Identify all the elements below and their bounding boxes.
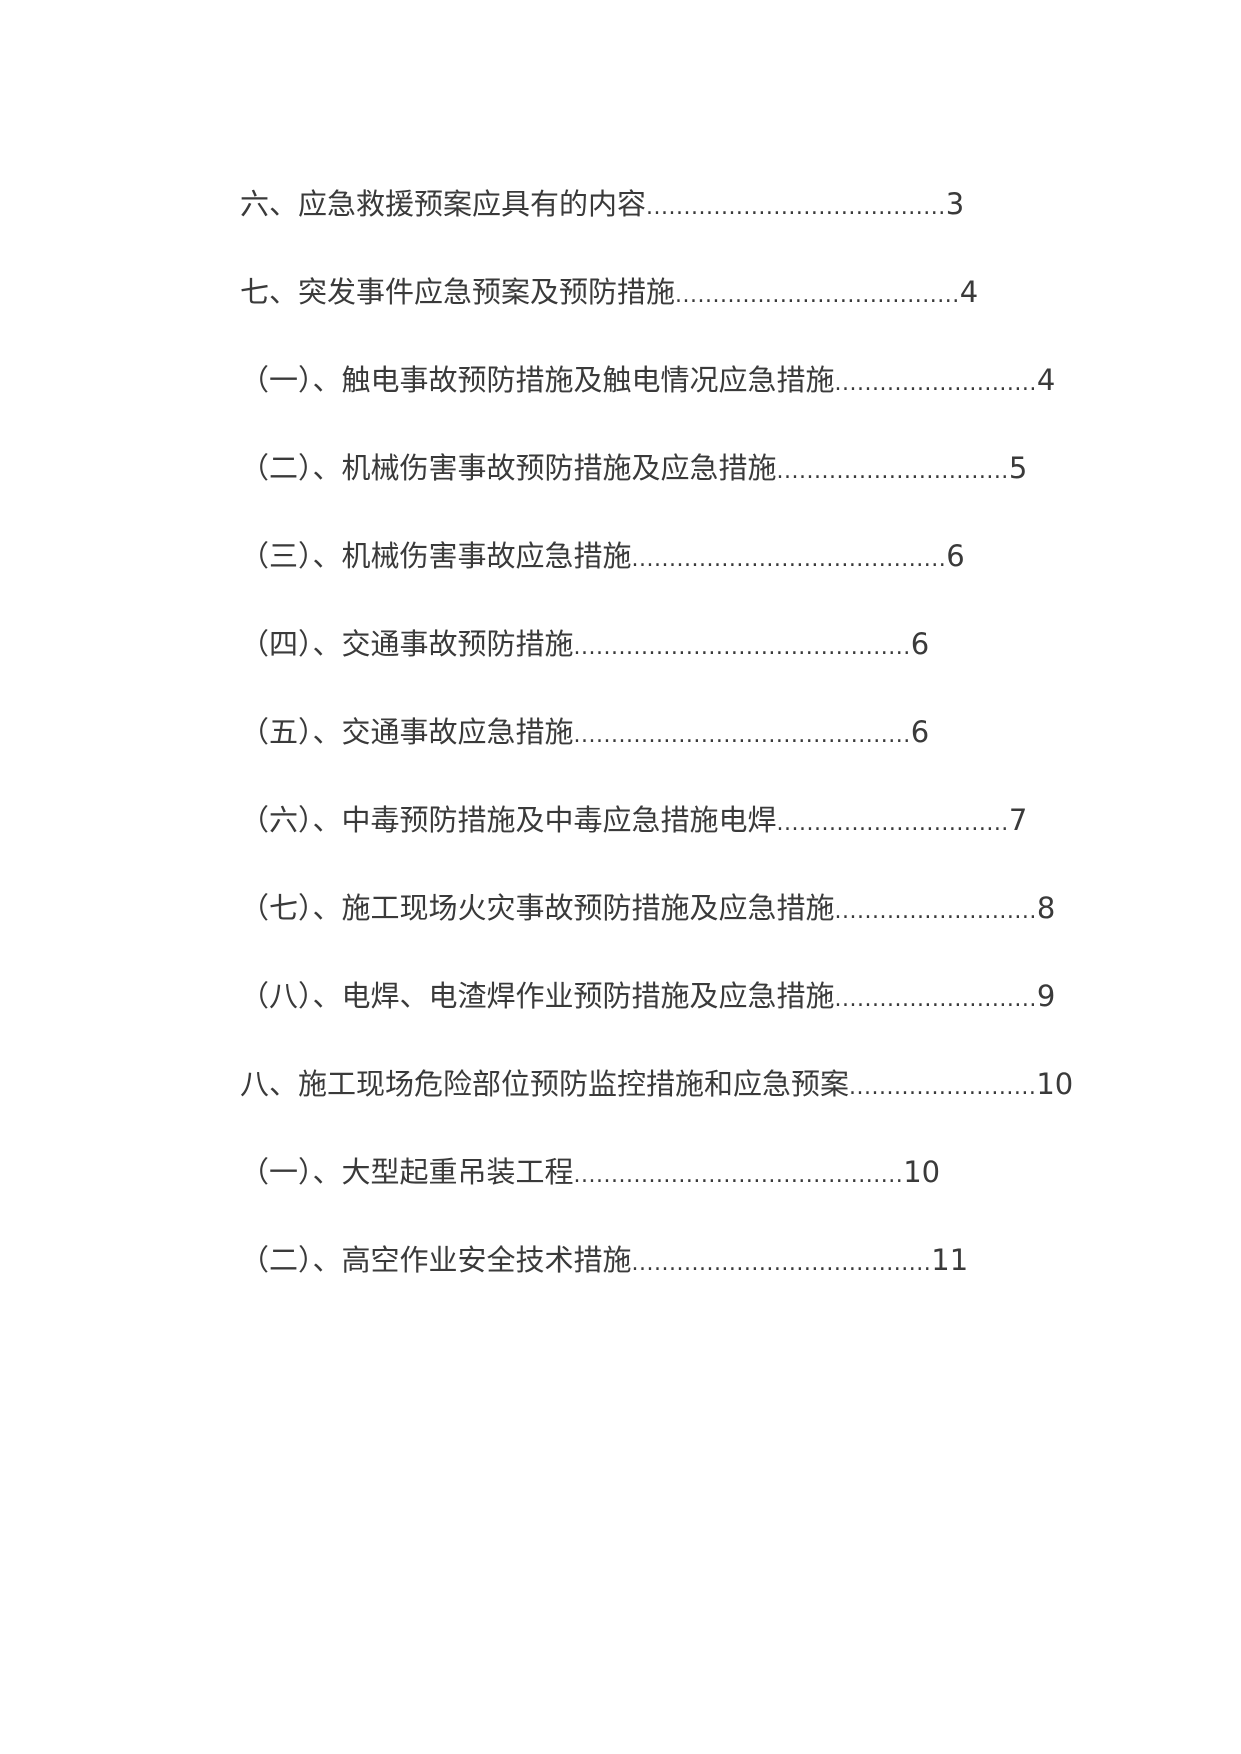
toc-page-number: 10 [1036, 1067, 1074, 1101]
toc-dot-leader: ........................................ [631, 1251, 932, 1276]
toc-dot-leader: ........................................… [573, 635, 911, 660]
table-of-contents: 六、应急救援预案应具有的内容..........................… [240, 178, 1140, 1322]
toc-entry[interactable]: （六）、中毒预防措施及中毒应急措施电焊.....................… [240, 794, 1140, 882]
toc-dot-leader: ........................................… [573, 1163, 904, 1188]
toc-entry-title: 六、应急救援预案应具有的内容 [240, 187, 647, 221]
toc-entry-title: （二）、机械伤害事故预防措施及应急措施 [240, 451, 777, 485]
toc-page-number: 4 [959, 275, 979, 309]
toc-entry[interactable]: 七、突发事件应急预案及预防措施.........................… [240, 266, 1140, 354]
toc-dot-leader: ........................... [834, 899, 1037, 924]
toc-entry[interactable]: （七）、施工现场火灾事故预防措施及应急措施...................… [240, 882, 1140, 970]
toc-entry[interactable]: （二）、机械伤害事故预防措施及应急措施.....................… [240, 442, 1140, 530]
toc-page-number: 6 [910, 715, 930, 749]
toc-entry[interactable]: （四）、交通事故预防措施............................… [240, 618, 1140, 706]
toc-dot-leader: ............................... [776, 811, 1009, 836]
toc-dot-leader: ........................... [834, 371, 1037, 396]
toc-entry-title: （二）、高空作业安全技术措施 [240, 1243, 632, 1277]
toc-entry-title: （五）、交通事故应急措施 [240, 715, 574, 749]
toc-entry-title: （一）、触电事故预防措施及触电情况应急措施 [240, 363, 835, 397]
toc-page-number: 8 [1036, 891, 1056, 925]
toc-dot-leader: ........................... [834, 987, 1037, 1012]
toc-entry[interactable]: （三）、机械伤害事故应急措施..........................… [240, 530, 1140, 618]
toc-page-number: 5 [1008, 451, 1028, 485]
toc-entry-title: （七）、施工现场火灾事故预防措施及应急措施 [240, 891, 835, 925]
toc-entry[interactable]: （五）、交通事故应急措施............................… [240, 706, 1140, 794]
toc-entry[interactable]: 六、应急救援预案应具有的内容..........................… [240, 178, 1140, 266]
toc-entry-title: （八）、电焊、电渣焊作业预防措施及应急措施 [240, 979, 835, 1013]
toc-dot-leader: ...................................... [675, 283, 960, 308]
toc-entry[interactable]: （一）、大型起重吊装工程............................… [240, 1146, 1140, 1234]
toc-entry[interactable]: （八）、电焊、电渣焊作业预防措施及应急措施...................… [240, 970, 1140, 1058]
toc-entry[interactable]: （一）、触电事故预防措施及触电情况应急措施...................… [240, 354, 1140, 442]
toc-page-number: 7 [1008, 803, 1028, 837]
toc-dot-leader: ........................................… [631, 547, 947, 572]
toc-entry-title: （六）、中毒预防措施及中毒应急措施电焊 [240, 803, 777, 837]
toc-page-number: 6 [910, 627, 930, 661]
toc-page-number: 11 [931, 1243, 969, 1277]
toc-entry-title: （四）、交通事故预防措施 [240, 627, 574, 661]
toc-dot-leader: ......................... [849, 1075, 1037, 1100]
toc-entry-title: （三）、机械伤害事故应急措施 [240, 539, 632, 573]
toc-page-number: 6 [946, 539, 965, 573]
toc-page-number: 4 [1036, 363, 1056, 397]
toc-dot-leader: ........................................ [646, 195, 946, 220]
toc-page-number: 10 [903, 1155, 941, 1189]
toc-page-number: 9 [1036, 979, 1056, 1013]
toc-page-number: 3 [945, 187, 965, 221]
toc-dot-leader: ........................................… [573, 723, 911, 748]
toc-entry[interactable]: （二）、高空作业安全技术措施..........................… [240, 1234, 1140, 1322]
toc-entry[interactable]: 八、施工现场危险部位预防监控措施和应急预案...................… [240, 1058, 1140, 1146]
toc-entry-title: 七、突发事件应急预案及预防措施 [240, 275, 676, 309]
toc-dot-leader: ............................... [776, 459, 1009, 484]
toc-entry-title: （一）、大型起重吊装工程 [240, 1155, 574, 1189]
toc-entry-title: 八、施工现场危险部位预防监控措施和应急预案 [240, 1067, 850, 1101]
